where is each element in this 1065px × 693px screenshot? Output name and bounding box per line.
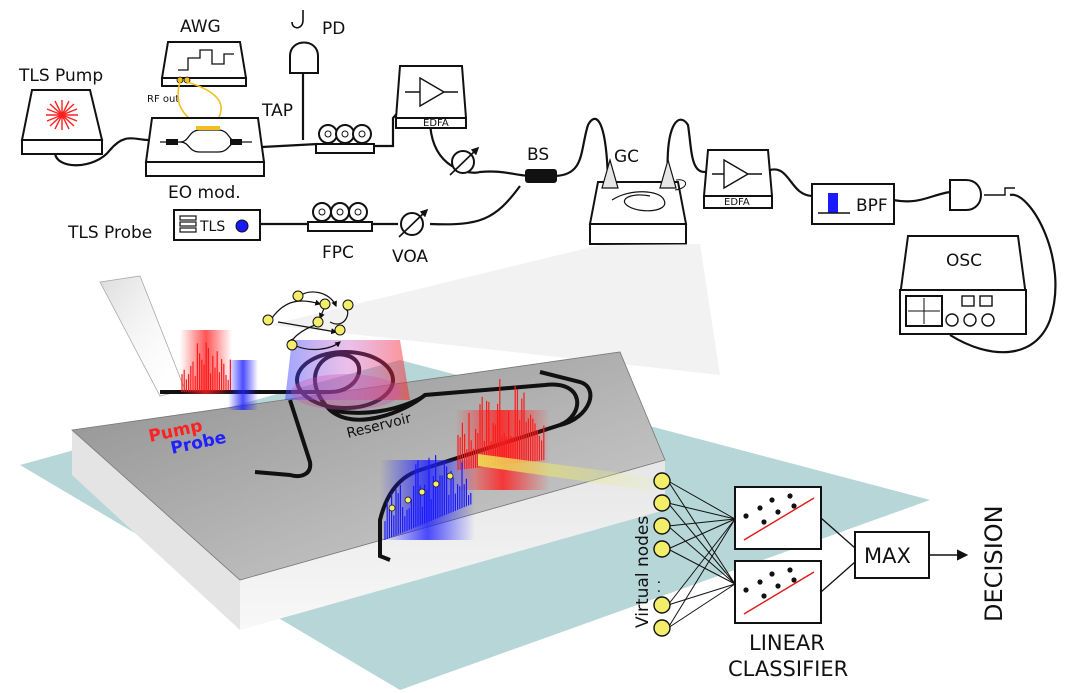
eo-mod-label: EO mod. (168, 183, 241, 203)
voa-top (449, 146, 480, 176)
rf-out-label: RF out (147, 94, 179, 105)
gc-label: GC (614, 147, 639, 167)
max-label: MAX (864, 544, 911, 568)
voa-label: VOA (392, 247, 428, 267)
bpf-label: BPF (856, 196, 888, 216)
decision-label: DECISION (980, 505, 1008, 622)
awg-label: AWG (180, 17, 221, 37)
eo-modulator: EO mod. (144, 117, 266, 203)
linear-classifier: LINEAR CLASSIFIER (728, 486, 856, 681)
readout-beam (478, 454, 660, 492)
grating-coupler-stage: GC (588, 147, 688, 245)
oscilloscope: OSC (898, 235, 1028, 335)
fpc-bottom: FPC (307, 202, 373, 263)
waveform-icon (178, 49, 234, 71)
edfa-2-label: EDFA (724, 197, 750, 208)
fpc-label: FPC (322, 243, 354, 263)
band-pass-filter: BPF (811, 183, 895, 225)
output-spectrum (380, 378, 550, 540)
tap-label: TAP (261, 101, 293, 121)
network-icon (262, 290, 354, 351)
classifier-label-1: LINEAR (749, 631, 825, 655)
max-decision: MAX DECISION (854, 505, 1008, 622)
fiber-probe-beam (99, 275, 186, 397)
tls-probe: TLS Probe TLS (67, 209, 261, 243)
bs-label: BS (527, 145, 549, 165)
beam-splitter: BS (525, 145, 557, 183)
fpc-top (315, 124, 375, 154)
laser-star-icon (46, 100, 78, 130)
edfa-2: EDFA (702, 149, 774, 209)
edfa-1-label: EDFA (423, 118, 449, 129)
osc-label: OSC (946, 251, 982, 271)
awg: AWG RF out (147, 17, 248, 129)
photodetector-2 (949, 179, 1015, 211)
zoom-cone (270, 244, 720, 375)
virtual-nodes: . . . Virtual nodes (633, 472, 736, 637)
photonic-chip: Pump Probe Reservoir (20, 275, 930, 690)
edfa-1: EDFA (394, 65, 468, 129)
tls-box-label: TLS (199, 219, 225, 235)
tls-pump: TLS Pump (18, 66, 104, 155)
virtual-nodes-label: Virtual nodes (633, 516, 653, 628)
input-spectrum (180, 330, 258, 410)
tls-pump-label: TLS Pump (18, 66, 103, 86)
tls-probe-label: TLS Probe (67, 223, 152, 243)
fiber-lines (53, 73, 1057, 354)
photodetector: PD (289, 10, 345, 74)
classifier-label-2: CLASSIFIER (728, 657, 848, 681)
node-ellipsis: . . . (654, 580, 670, 602)
voa-bottom: VOA (392, 208, 428, 267)
pd-label: PD (322, 19, 345, 39)
